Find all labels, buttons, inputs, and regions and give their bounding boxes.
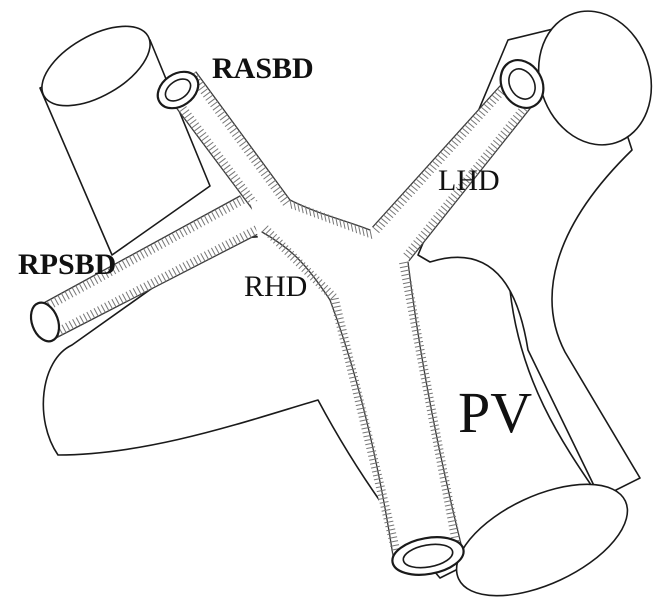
label-rasbd: RASBD [212, 52, 314, 85]
label-lhd: LHD [438, 164, 500, 197]
portal-vein-right-anterior-branch [29, 10, 210, 255]
label-rpsbd: RPSBD [18, 248, 116, 281]
label-rhd: RHD [244, 270, 307, 303]
label-pv: PV [458, 380, 532, 445]
